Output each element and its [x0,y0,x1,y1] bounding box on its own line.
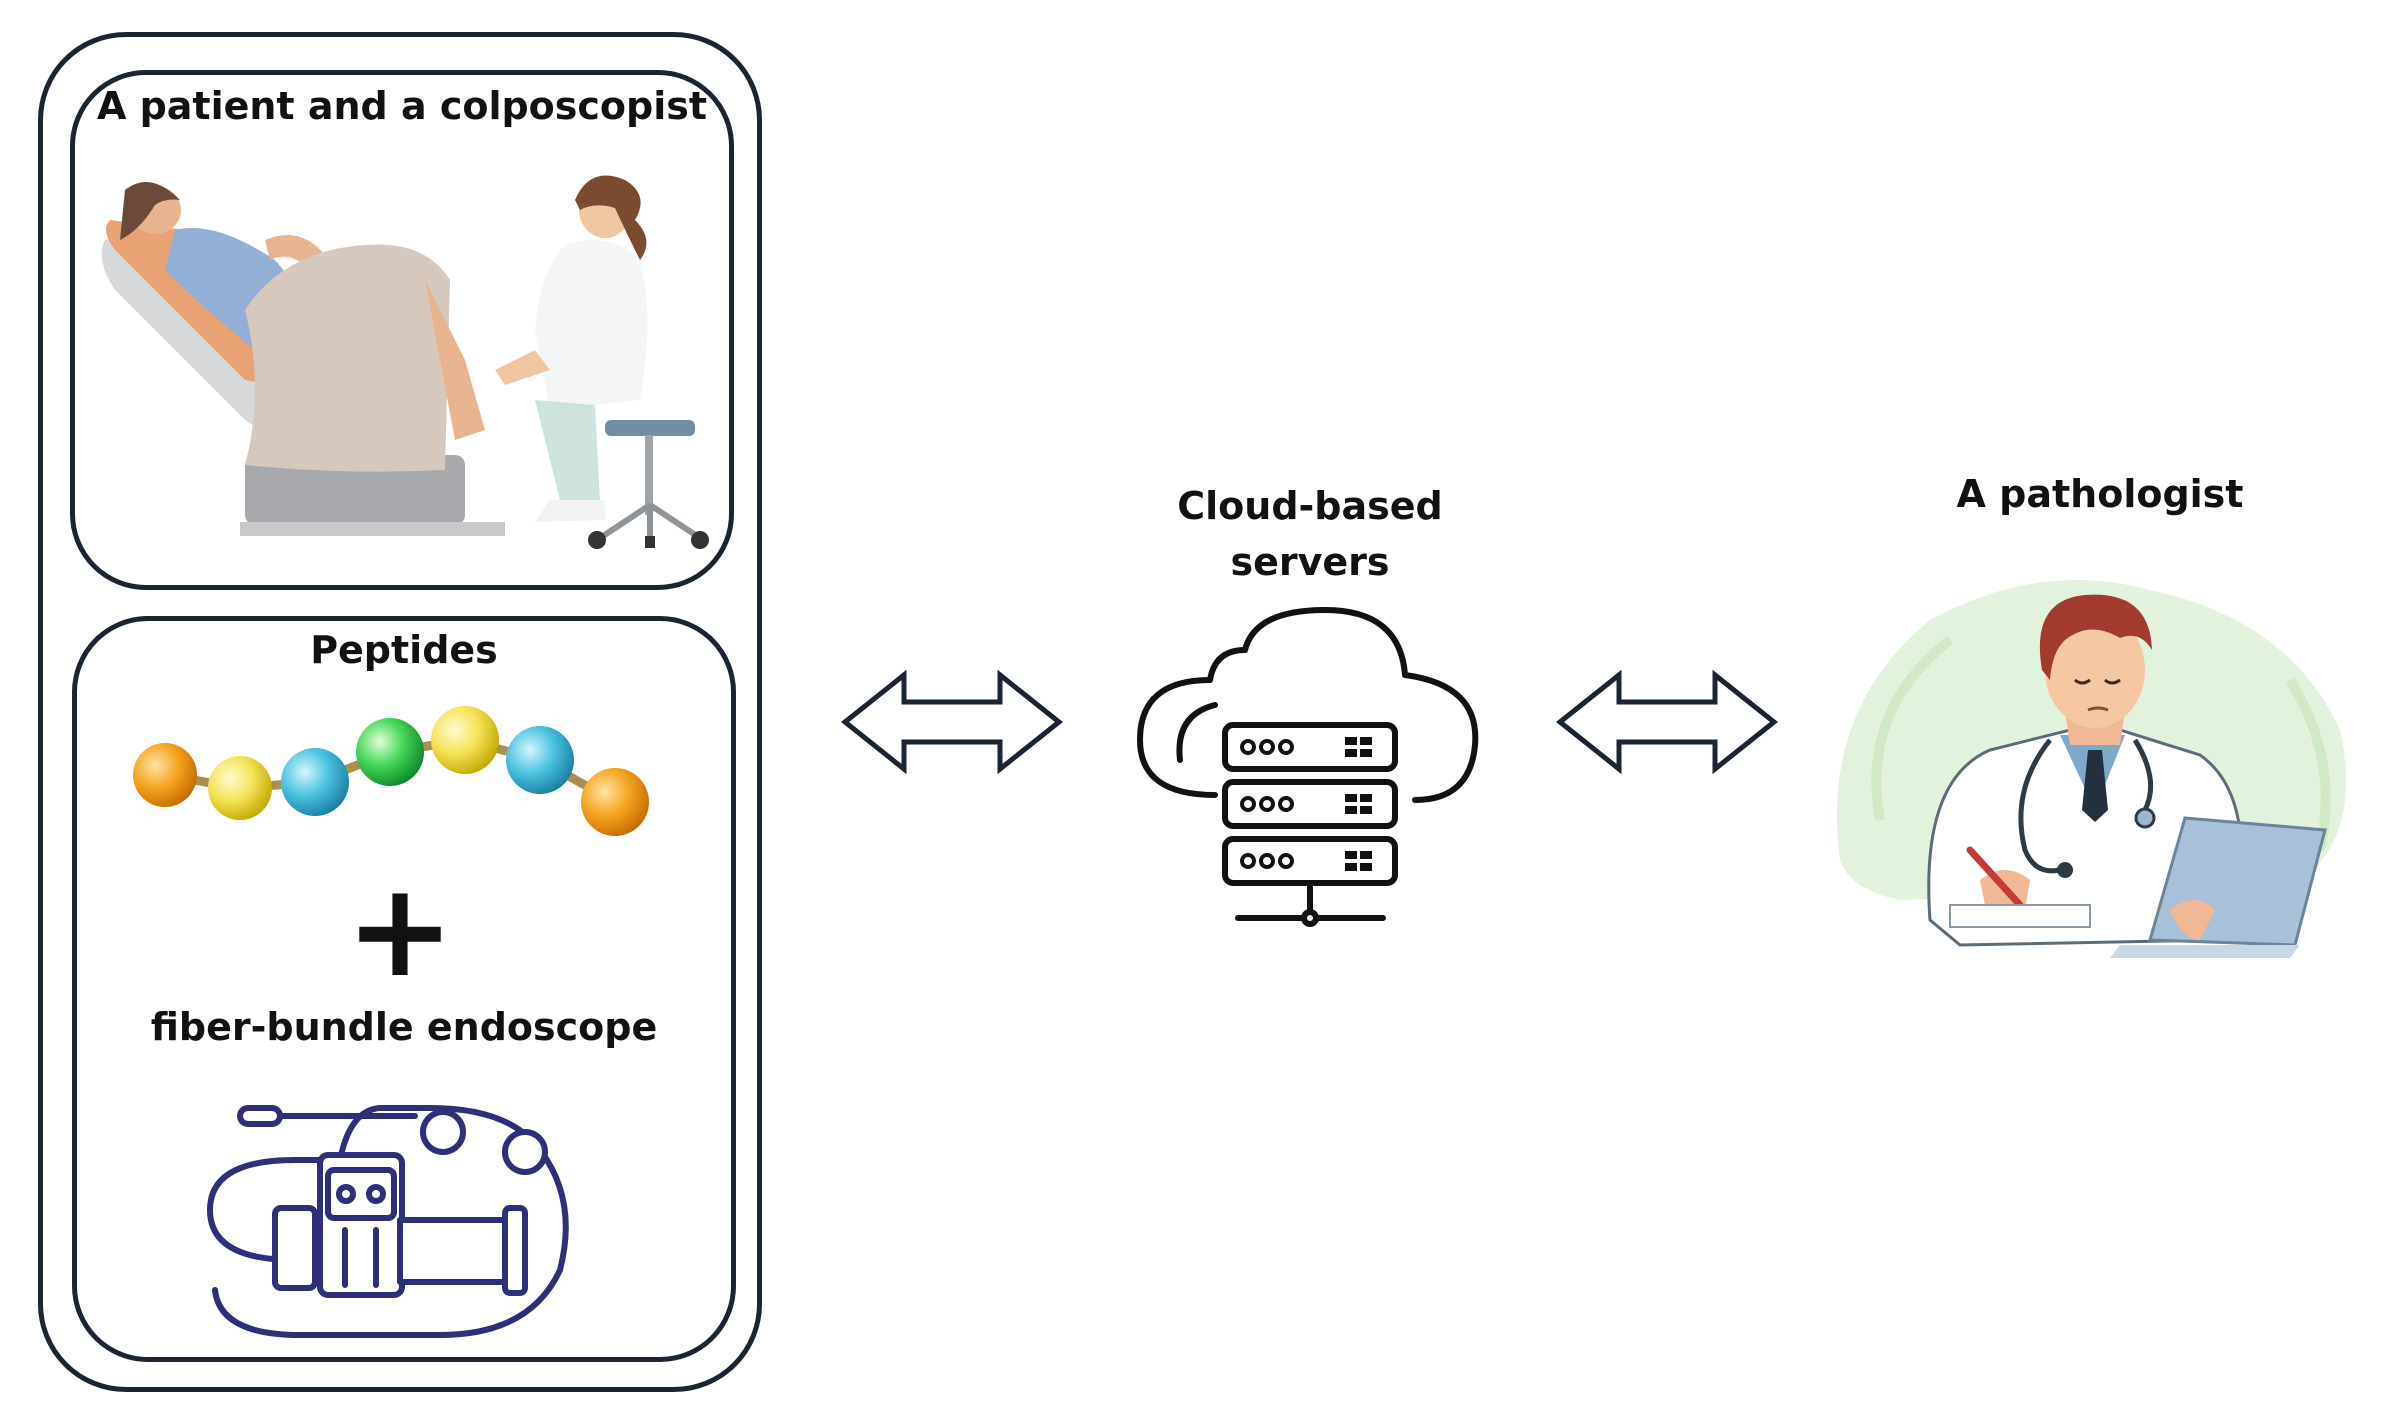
pathologist-title: A pathologist [1956,472,2244,516]
endoscope-title: fiber-bundle endoscope [150,1005,658,1049]
cloud-title-line2: servers [1230,540,1390,584]
peptide-chain-icon [133,706,649,836]
peptides-title: Peptides [310,628,498,672]
pathologist-illustration [1836,580,2347,958]
plus-sign: + [345,854,455,1006]
clinic-title: A patient and a colposcopist [96,84,708,128]
cloud-server-icon [1137,607,1479,927]
clinic-panel [70,70,734,590]
device-panel [72,616,736,1362]
cloud-title: Cloud-based servers [1110,478,1510,590]
patient-colposcopist-illustration [101,175,709,549]
left-group-frame [38,32,762,1392]
cloud-title-line1: Cloud-based [1177,484,1443,528]
double-arrow-icon [840,669,1064,775]
endoscope-icon [207,1105,569,1338]
double-arrow-icon [1555,669,1779,775]
